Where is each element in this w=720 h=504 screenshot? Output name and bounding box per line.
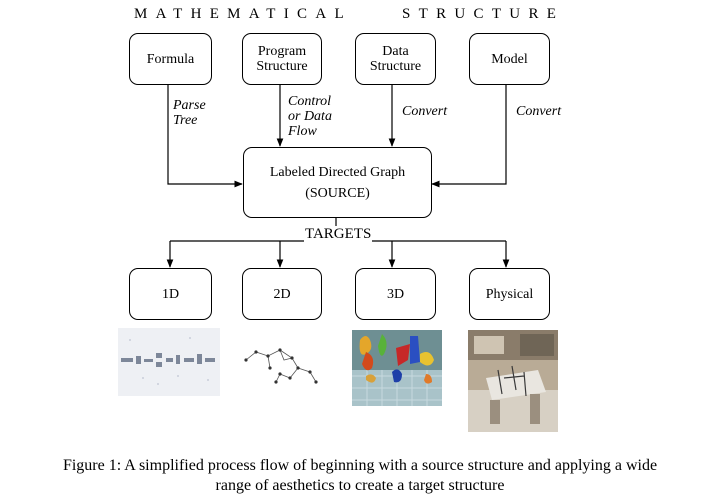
source-label: Labeled Directed Graph	[269, 164, 406, 180]
formula-box: Formula	[129, 33, 212, 85]
target-physical-box: Physical	[469, 268, 550, 320]
thumbnail-physical-photo	[468, 330, 558, 432]
target-3d-label: 3D	[386, 286, 405, 302]
target-2d-box: 2D	[242, 268, 322, 320]
model-label: Model	[491, 51, 528, 67]
data-structure-box: Data Structure	[355, 33, 436, 85]
caption-line-2: range of aesthetics to create a target s…	[215, 477, 505, 494]
figure-caption: Figure 1: A simplified process flow of b…	[0, 456, 720, 496]
targets-label: TARGETS	[304, 226, 373, 243]
target-3d-box: 3D	[355, 268, 436, 320]
heading-structure: STRUCTURE	[402, 6, 565, 22]
model-box: Model	[469, 33, 550, 85]
program-structure-box: Program Structure	[242, 33, 322, 85]
formula-label: Formula	[146, 51, 195, 67]
data-label: Data	[382, 44, 409, 59]
arrow-formula-to-source	[167, 84, 243, 188]
caption-line-1: Figure 1: A simplified process flow of b…	[62, 457, 658, 474]
thumbnail-3d-models	[352, 330, 442, 406]
program-label-2: Structure	[256, 59, 308, 74]
edge-label-convert-model: Convert	[516, 104, 562, 119]
heading-mathematical: MATHEMATICAL	[134, 6, 352, 22]
data-label-2: Structure	[369, 59, 422, 74]
source-sublabel: (SOURCE)	[305, 185, 370, 201]
target-1d-label: 1D	[161, 286, 180, 302]
target-2d-label: 2D	[273, 286, 291, 302]
thumbnail-1d-formula	[118, 328, 220, 396]
target-physical-label: Physical	[485, 286, 534, 302]
edge-label-convert-data: Convert	[402, 104, 448, 119]
thumbnail-2d-graph	[240, 338, 326, 390]
arrow-model-to-source	[431, 84, 507, 188]
program-label: Program	[257, 44, 307, 59]
source-graph-box: Labeled Directed Graph (SOURCE)	[243, 147, 432, 218]
target-1d-box: 1D	[129, 268, 212, 320]
